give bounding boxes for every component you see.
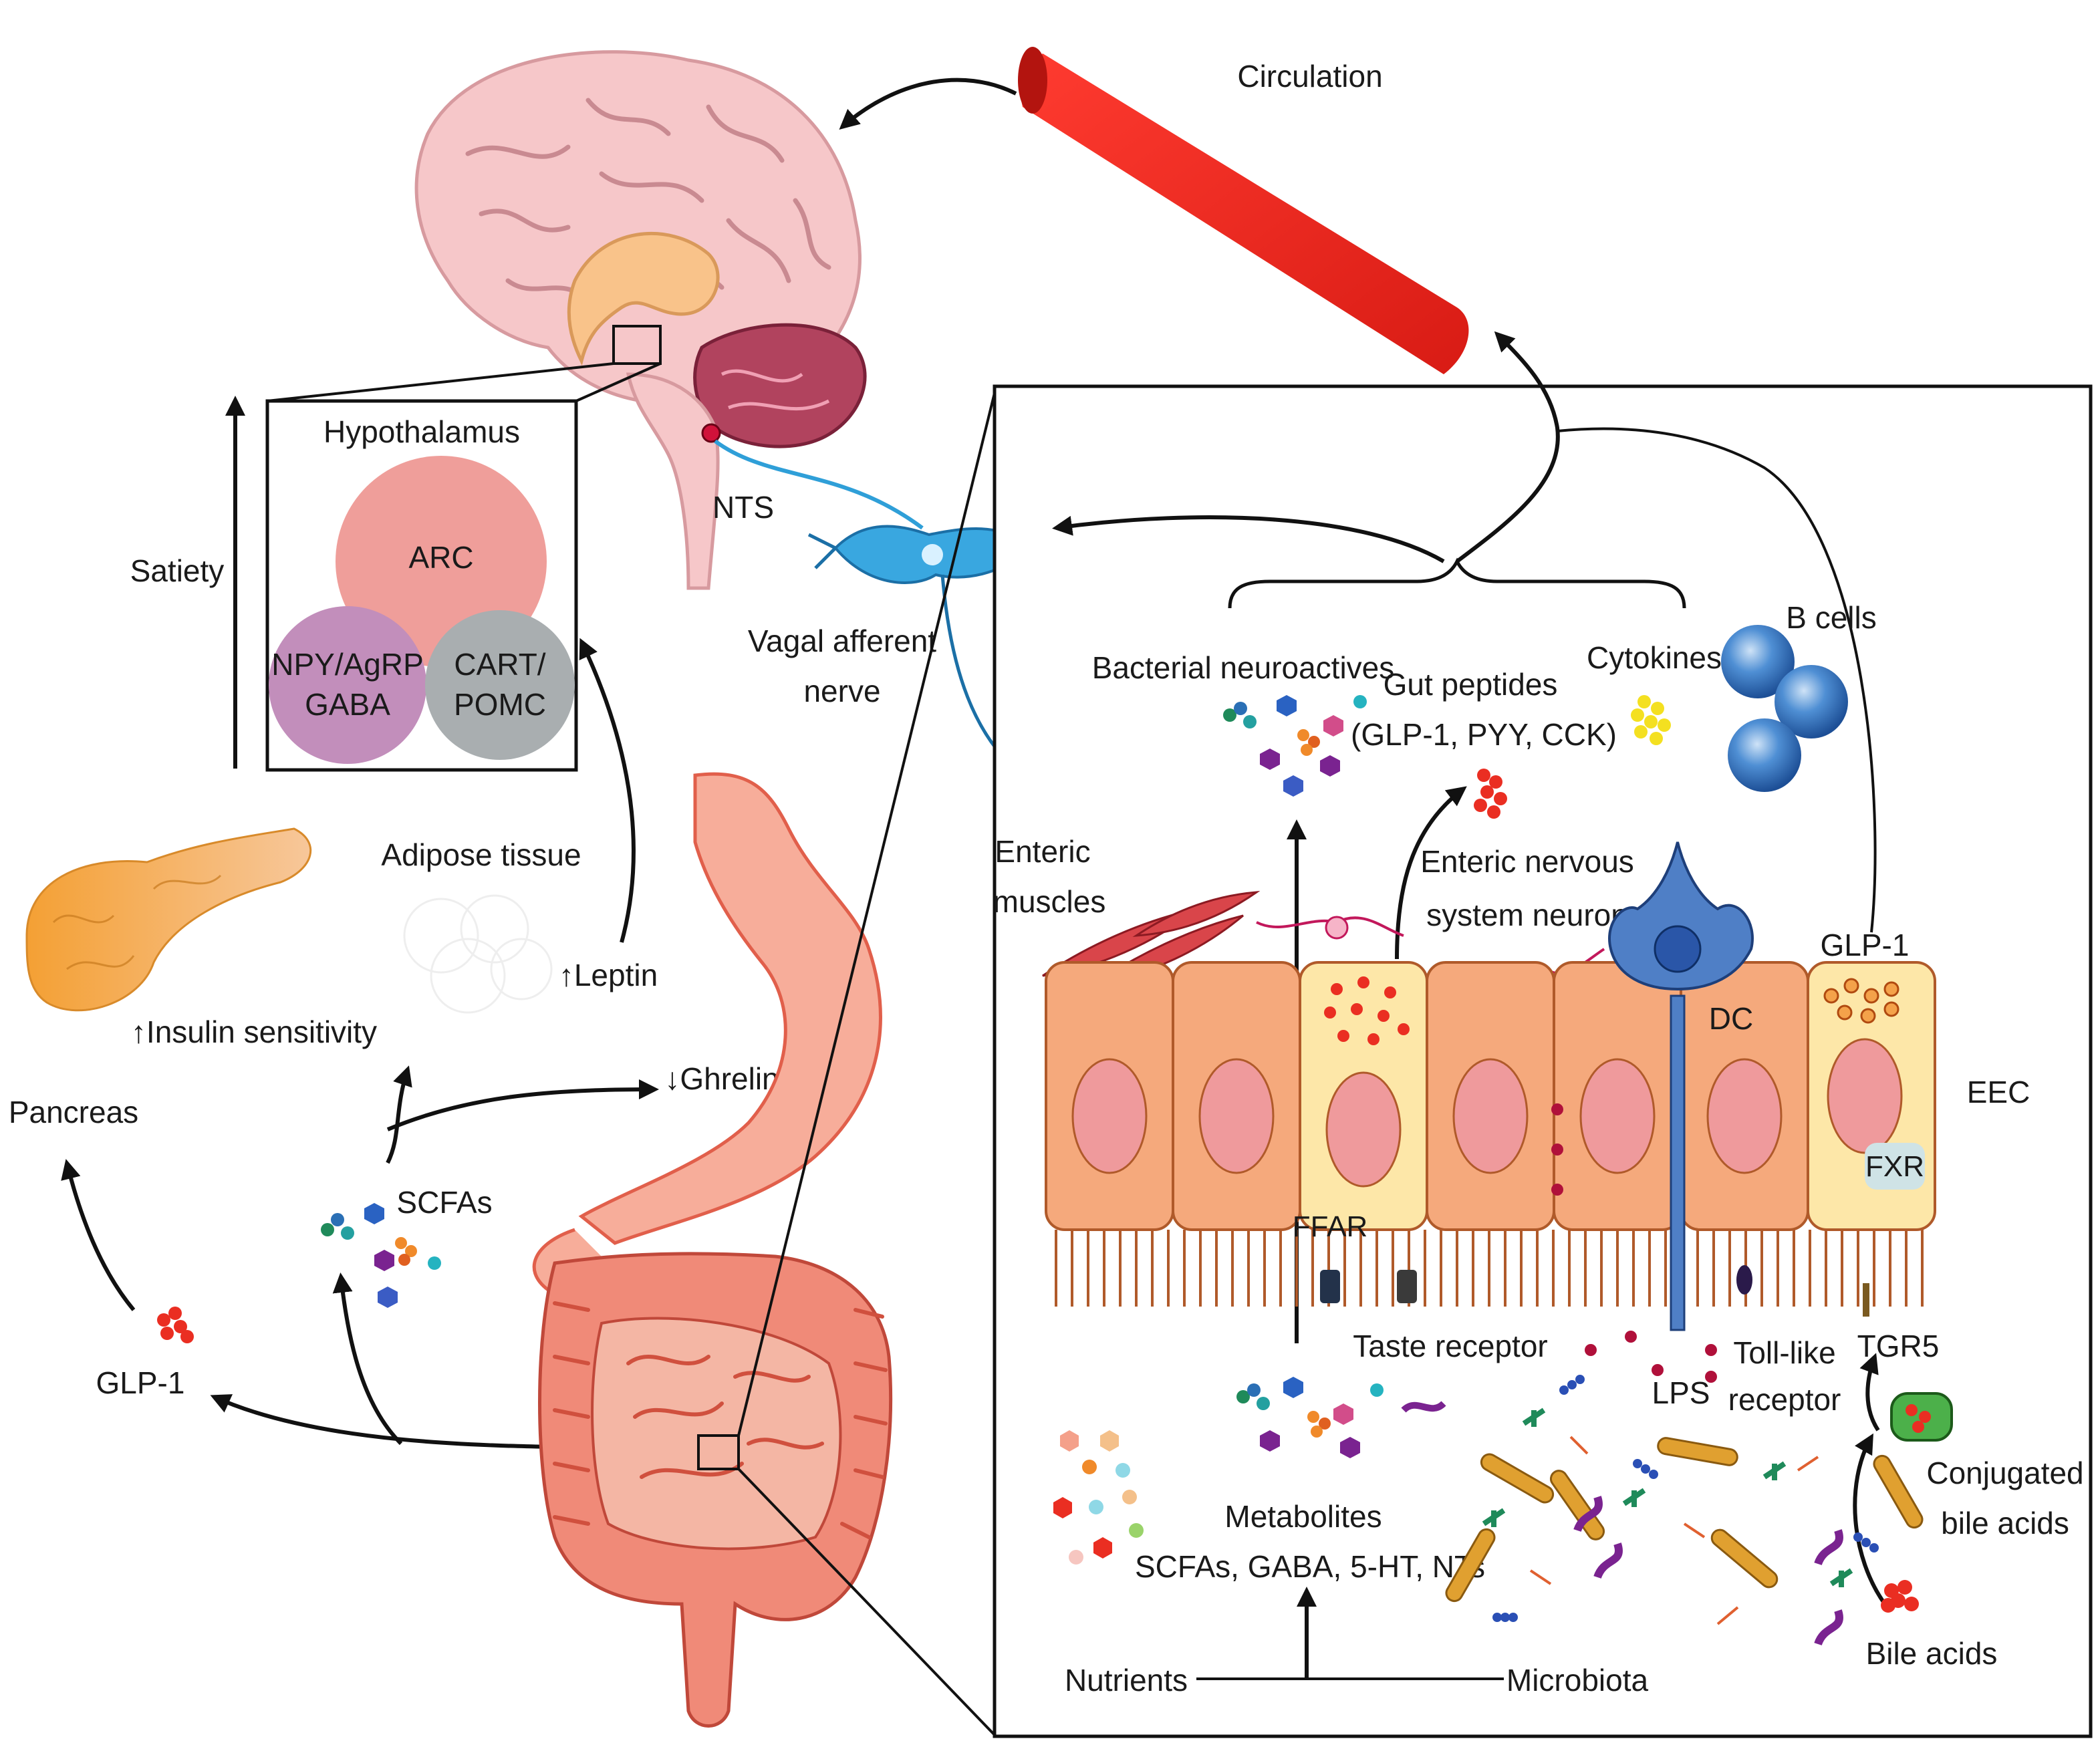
metabolites-label-line2: SCFAs, GABA, 5-HT, NTs (1135, 1549, 1485, 1584)
glp1-right-label: GLP-1 (1821, 928, 1910, 962)
microbiota-bacteria (1401, 1375, 1924, 1646)
fxr-receptor (1865, 1143, 1925, 1190)
small-intestine (591, 1317, 842, 1551)
circulation-to-brain-arrow (839, 78, 1017, 130)
toll-like-label-line1: Toll-like (1733, 1335, 1835, 1370)
cytokine-molecules (1631, 695, 1671, 745)
gut-peptide-molecules (1474, 769, 1507, 819)
gut-peptides-label-line2: (GLP-1, PYY, CCK) (1351, 717, 1617, 752)
bacterial-neuroactive-molecules (1223, 695, 1367, 797)
glp1-left-label: GLP-1 (96, 1365, 185, 1400)
dc-label: DC (1709, 1001, 1753, 1036)
eec-label: EEC (1967, 1075, 2030, 1109)
pancreas-label: Pancreas (9, 1095, 138, 1129)
ffar-label: FFAR (1293, 1210, 1367, 1243)
ens-label-line1: Enteric nervous (1420, 844, 1634, 879)
adipose-label: Adipose tissue (381, 837, 581, 872)
zoom-line-1 (267, 362, 614, 402)
ens-neuron-body-1 (1325, 916, 1349, 940)
circulation-label: Circulation (1237, 59, 1382, 94)
cytokines-label: Cytokines (1587, 640, 1722, 675)
enteric-muscles-label-line1: Enteric (995, 834, 1090, 869)
gut-to-scfa-arrow (332, 1272, 403, 1446)
microbiota-label: Microbiota (1506, 1663, 1649, 1698)
hypothalamus-zoom-box (612, 325, 662, 365)
satiety-label: Satiety (130, 553, 225, 588)
vagal-label-line1: Vagal afferent (748, 624, 936, 658)
toll-like-label-line2: receptor (1728, 1382, 1841, 1417)
fxr-label: FXR (1865, 1150, 1924, 1183)
pancreas-organ (25, 827, 312, 1012)
glp1-molecules-left (157, 1307, 194, 1343)
ghrelin-label: ↓Ghrelin (664, 1061, 779, 1096)
conjugated-bile-acids-label-line2: bile acids (1941, 1506, 2069, 1540)
leptin-label: ↑Leptin (559, 958, 658, 992)
tgr5-receptor-shape (1863, 1283, 1869, 1317)
arc-label: ARC (408, 540, 473, 575)
brain (414, 50, 867, 590)
vagal-nerve-fiber (714, 439, 924, 530)
microvilli (1055, 1230, 1924, 1307)
signals-brace (1228, 557, 1686, 609)
conjugated-to-tgr5-arrow (1859, 1353, 1880, 1432)
nts-label: NTS (712, 490, 774, 525)
scfas-label: SCFAs (396, 1185, 492, 1220)
taste-receptor-shape (1397, 1270, 1417, 1303)
zoom-line-4 (737, 1468, 997, 1738)
lps-label: LPS (1652, 1375, 1710, 1410)
adipose-tissue (403, 894, 553, 1014)
hypothalamus-label: Hypothalamus (323, 414, 520, 449)
ens-label-line2: system neuron (1426, 898, 1628, 932)
zoom-line-3 (737, 387, 997, 1436)
toll-like-receptor-shape (1736, 1265, 1752, 1295)
epithelial-layer (1045, 961, 1936, 1231)
cart-label-line1: CART/ (454, 647, 545, 682)
b-cells-label: B cells (1786, 600, 1876, 635)
lps-particles (1551, 1103, 1717, 1383)
b-cells (1721, 625, 1848, 792)
lumen-metabolites (1053, 1430, 1144, 1565)
bile-acid-droplets (1881, 1404, 1931, 1613)
intestine-zoom-box (697, 1434, 740, 1470)
stomach (578, 772, 882, 1245)
nts-dot (701, 423, 721, 443)
npy-label-line1: NPY/AgRP (271, 647, 424, 682)
glp1-to-circulation-line (1557, 427, 1877, 933)
cart-label-line2: POMC (454, 687, 546, 722)
conjugated-bile-acids-label-line1: Conjugated (1926, 1456, 2083, 1490)
enteric-muscles-label-line2: muscles (993, 884, 1106, 919)
gut-peptides-label-line1: Gut peptides (1384, 667, 1558, 702)
vagal-label-line2: nerve (803, 674, 880, 708)
lumen-bacterial-molecules (1236, 1377, 1384, 1458)
metabolites-label-line1: Metabolites (1224, 1499, 1382, 1534)
gi-tract (532, 772, 893, 1728)
brace-to-circulation-arrow (1456, 331, 1560, 563)
bile-acids-arrow (1853, 1433, 1887, 1605)
nutrients-label: Nutrients (1065, 1663, 1188, 1698)
brace-to-neuron-arrow (1052, 515, 1445, 563)
taste-receptor-label: Taste receptor (1353, 1329, 1547, 1363)
dendritic-cell (1608, 841, 1754, 1331)
glp1-to-pancreas-arrow (61, 1159, 136, 1311)
scfa-to-adipose-arrow (386, 1065, 412, 1164)
leptin-arrow (579, 638, 636, 943)
zoom-line-2 (575, 362, 661, 402)
insulin-label: ↑Insulin sensitivity (131, 1015, 377, 1049)
npy-agrp-neurons (269, 606, 426, 764)
cart-pomc-neurons (425, 610, 575, 760)
hypothalamus-panel: Hypothalamus ARC NPY/AgRP GABA CART/ POM… (265, 399, 578, 772)
tgr5-label: TGR5 (1857, 1329, 1940, 1363)
scfa-to-ghrelin-arrow (386, 1079, 659, 1131)
bacterial-neuroactives-label: Bacterial neuroactives (1092, 650, 1395, 685)
blood-vessel (1021, 53, 1469, 374)
ffar-receptor (1320, 1270, 1340, 1303)
scfa-molecules (321, 1203, 441, 1308)
npy-label-line2: GABA (305, 687, 390, 722)
vessel-opening (1018, 47, 1047, 114)
bile-acids-label: Bile acids (1866, 1636, 1998, 1671)
